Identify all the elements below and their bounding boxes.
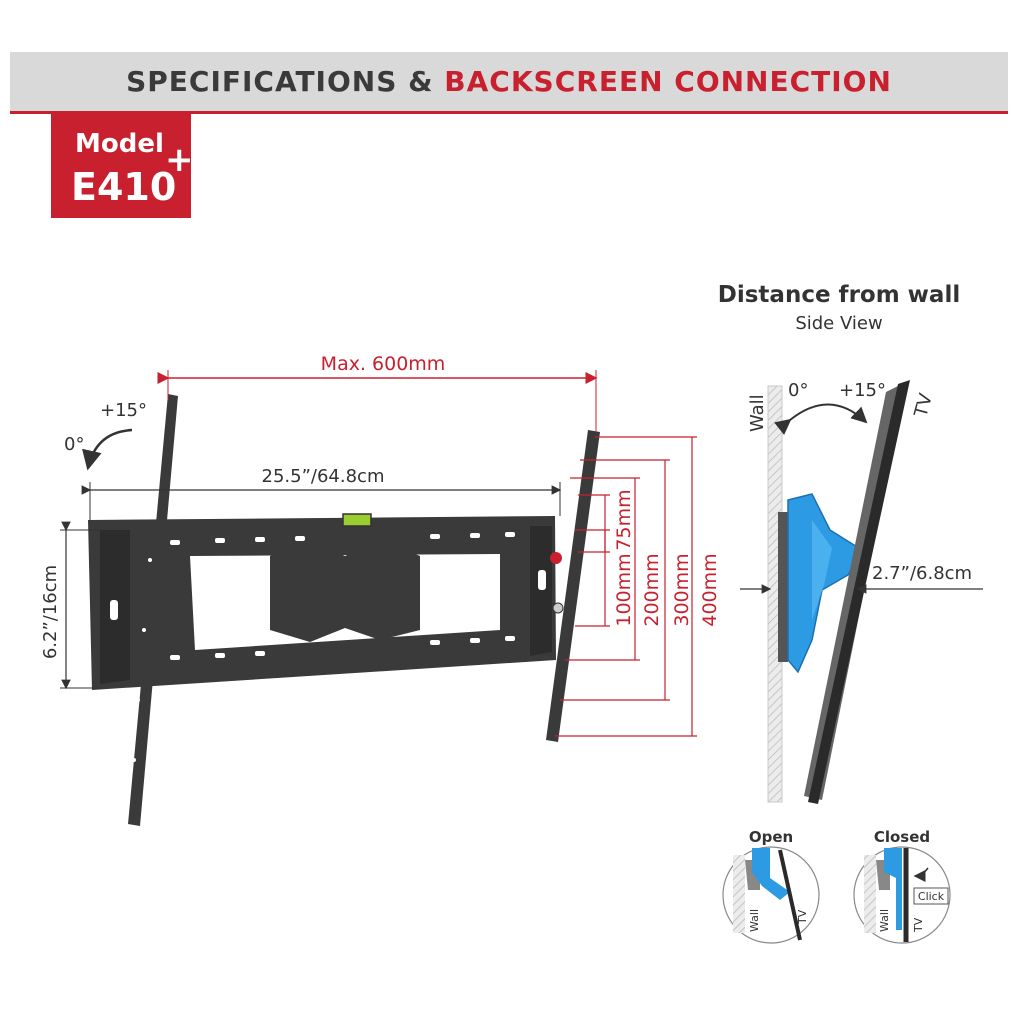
side-tv-label: TV <box>910 391 937 421</box>
vesa-400-label: 400mm <box>699 553 721 626</box>
max-width-label: Max. 600mm <box>321 353 446 375</box>
vesa-dimensions <box>555 436 697 737</box>
side-heading: Distance from wall <box>718 282 960 308</box>
side-wall-label: Wall <box>747 394 768 432</box>
inset-closed-wall: Wall <box>878 909 891 932</box>
click-label: Click <box>918 890 945 903</box>
inset-open-wall: Wall <box>748 909 761 932</box>
vesa-300-label: 300mm <box>671 553 693 626</box>
wall-plate <box>88 513 556 690</box>
side-view: Wall TV 0° +15° 2.7”/6.8cm <box>740 380 983 804</box>
tilt-plus-label: +15° <box>100 400 147 421</box>
side-angle-zero: 0° <box>788 380 808 401</box>
max-width-dimension: Max. 600mm <box>157 353 598 432</box>
inset-closed-title: Closed <box>874 828 930 846</box>
inset-open: Open Wall TV <box>722 828 820 944</box>
side-angle-plus: +15° <box>839 380 886 401</box>
height-dimension: 6.2”/16cm <box>40 521 100 690</box>
width-dimension: 25.5”/64.8cm <box>81 466 562 520</box>
model-label: Model <box>75 129 164 159</box>
depth-label: 2.7”/6.8cm <box>872 563 972 584</box>
side-subheading: Side View <box>795 313 882 334</box>
model-plus: + <box>165 140 194 180</box>
height-label: 6.2”/16cm <box>40 565 61 659</box>
inset-closed-tv: TV <box>912 917 925 933</box>
vesa-200-label: 200mm <box>641 553 663 626</box>
vesa-100-label: 100mm <box>613 553 635 626</box>
width-label: 25.5”/64.8cm <box>262 466 385 487</box>
tilt-indicator: +15° 0° <box>64 400 147 471</box>
tilt-zero-label: 0° <box>64 434 84 455</box>
header-banner: SPECIFICATIONS & BACKSCREEN CONNECTION <box>10 52 1008 114</box>
inset-open-title: Open <box>749 828 793 846</box>
right-vertical-arm <box>546 430 600 742</box>
vesa-labels: 75mm 100mm 200mm 300mm 400mm <box>613 489 721 626</box>
bracket-holes <box>110 532 546 660</box>
inset-closed: Closed Click Wall TV <box>853 828 951 944</box>
title-prefix: SPECIFICATIONS & <box>126 65 445 98</box>
inset-open-tv: TV <box>796 909 809 925</box>
vesa-75-label: 75mm <box>613 489 635 550</box>
model-code: E410 <box>71 165 177 209</box>
page-title: SPECIFICATIONS & BACKSCREEN CONNECTION <box>10 52 1008 111</box>
model-badge: Model E410 + <box>51 113 194 218</box>
title-accent: BACKSCREEN CONNECTION <box>444 65 892 98</box>
